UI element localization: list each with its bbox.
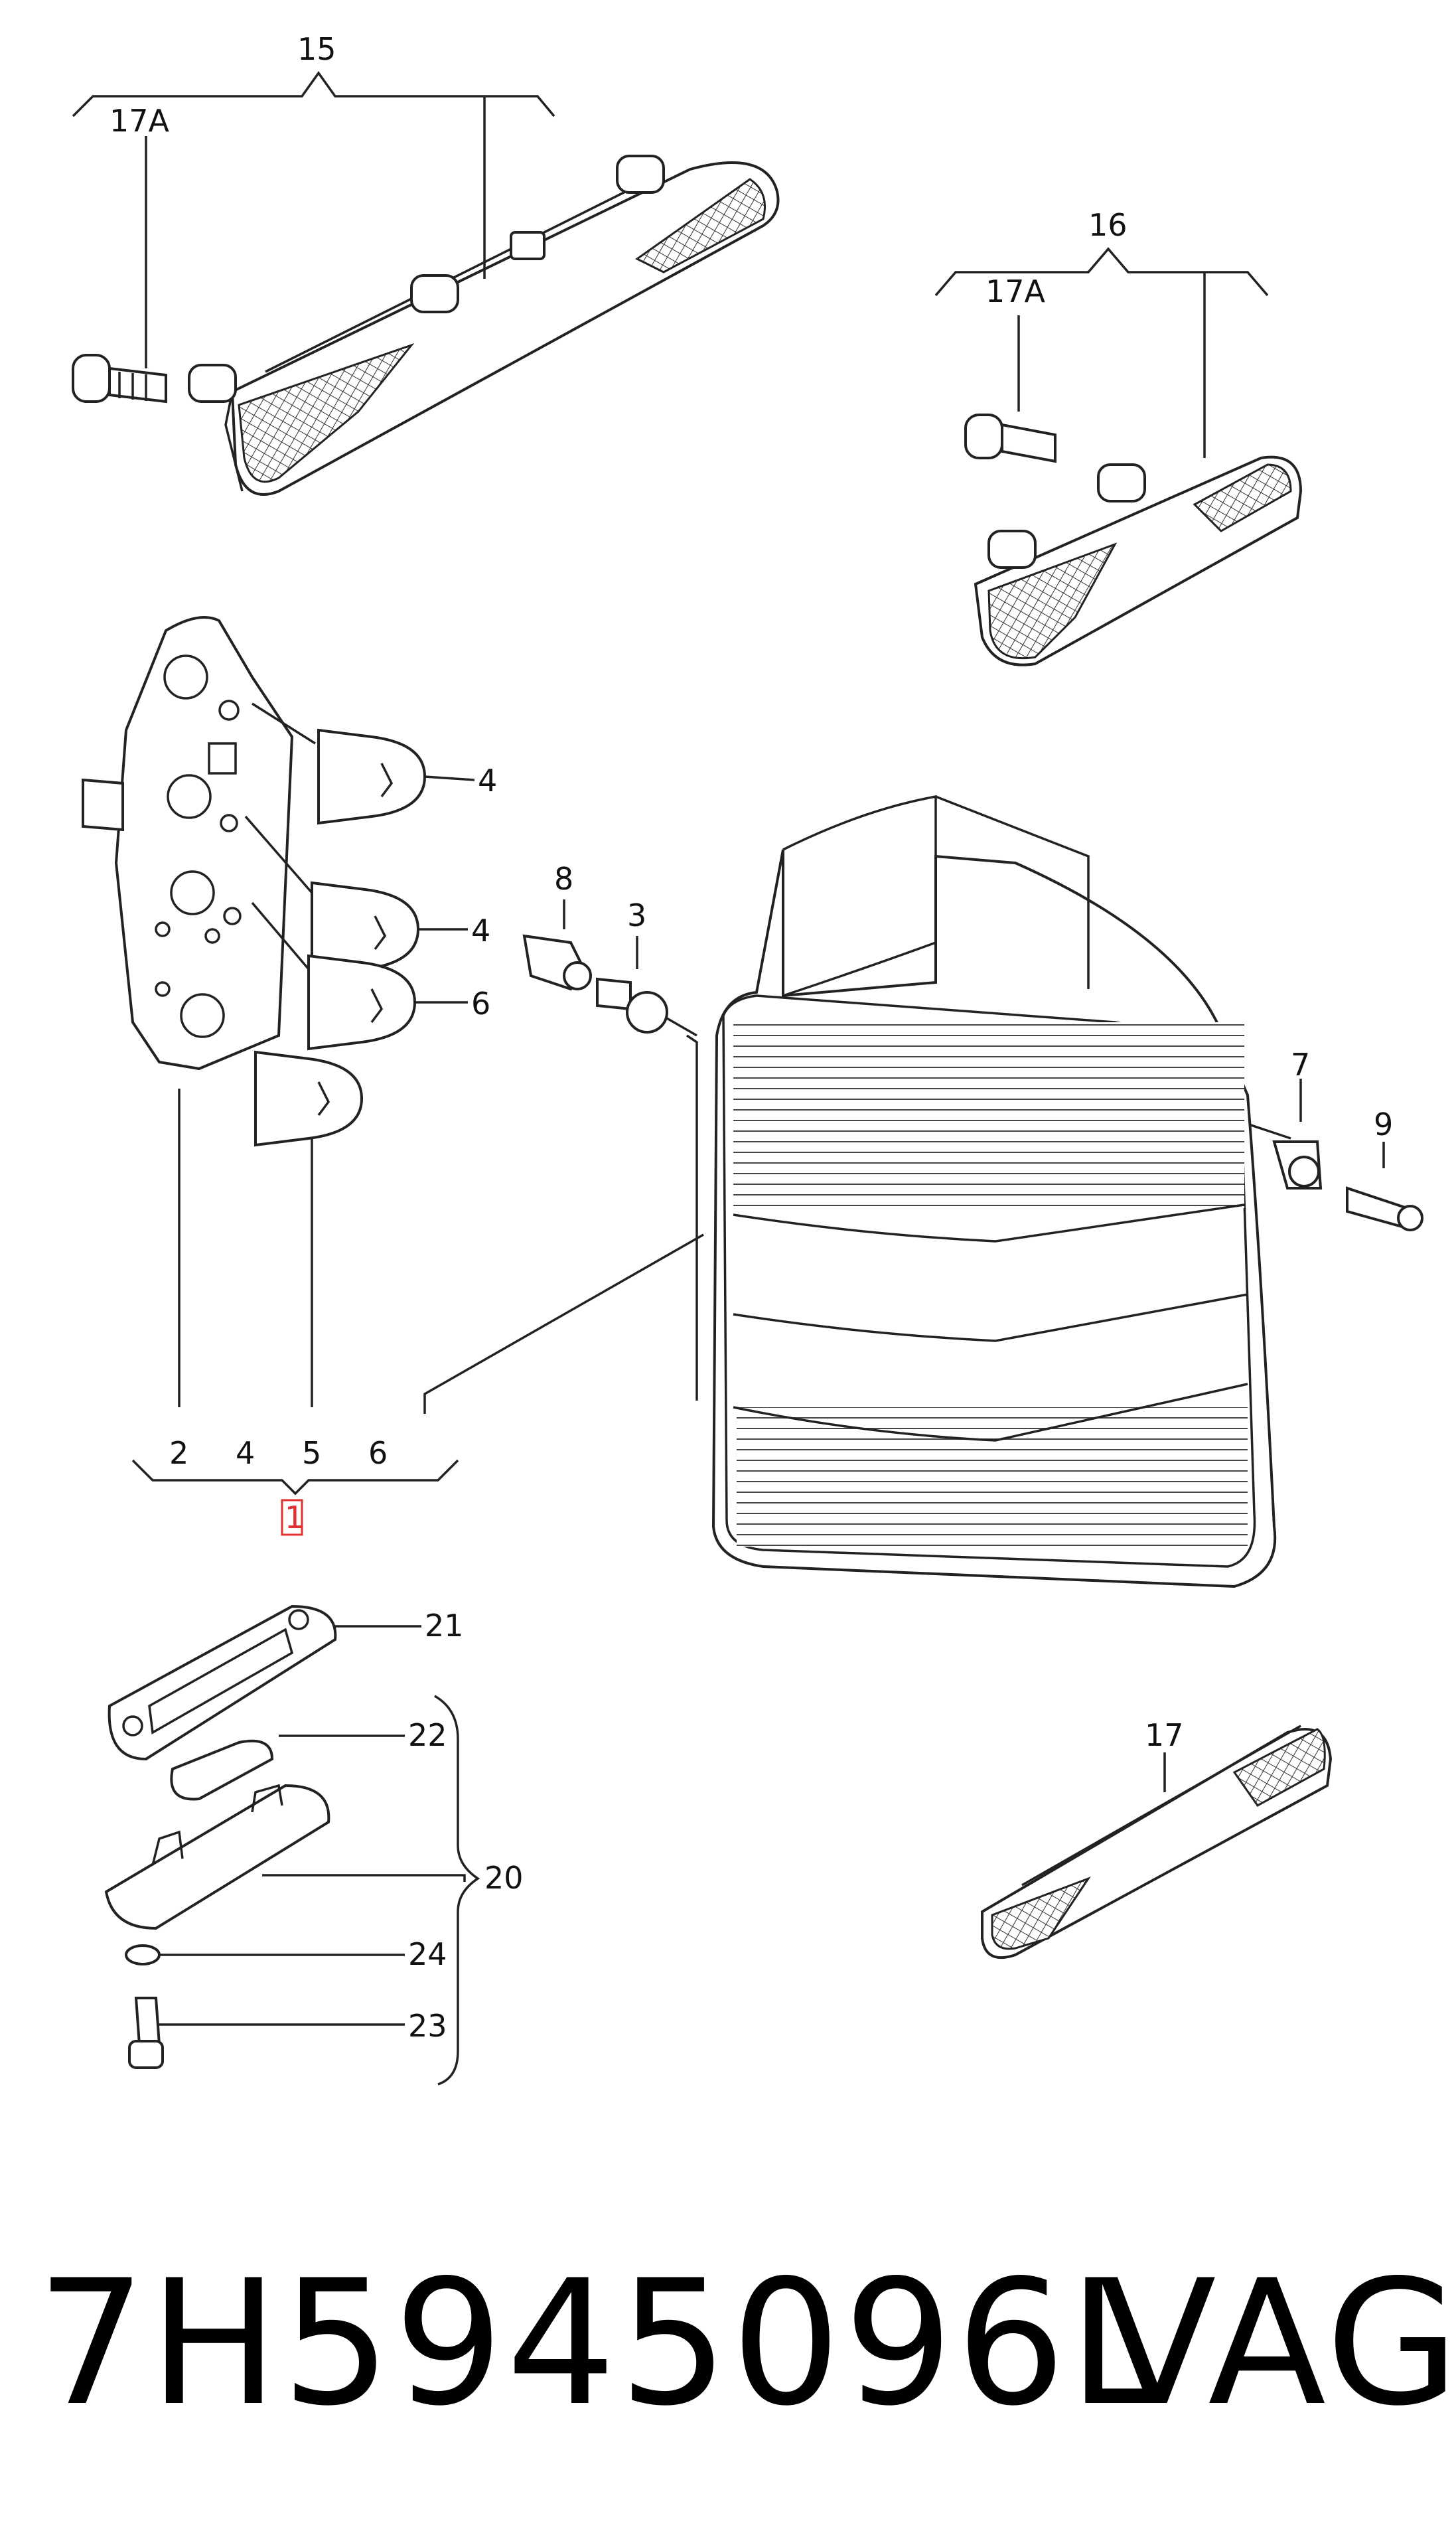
callout-8: 8 <box>554 861 573 897</box>
callout-21: 21 <box>425 1608 464 1644</box>
side-marker-15 <box>72 155 780 496</box>
side-marker-17 <box>981 1725 1333 1959</box>
callout-4-upper: 4 <box>478 763 497 799</box>
callout-3: 3 <box>627 897 646 933</box>
callout-17: 17 <box>1145 1717 1184 1753</box>
part-number: 7H5945096L <box>36 2244 1167 2444</box>
callout-15: 15 <box>297 31 336 67</box>
license-lamp <box>104 1604 337 2069</box>
callout-24: 24 <box>408 1936 447 1972</box>
callout-6-bottom: 6 <box>368 1435 388 1471</box>
callout-2: 2 <box>169 1435 188 1471</box>
tail-lamp <box>711 795 1277 1588</box>
footer: 7H5945096L VAG <box>36 2244 1456 2444</box>
callout-4-lower: 4 <box>471 913 490 949</box>
bulb-carrier <box>82 616 294 1071</box>
callout-17a-right: 17A <box>985 273 1046 309</box>
callout-16: 16 <box>1088 207 1128 243</box>
fasteners <box>522 934 1423 1231</box>
callout-20: 20 <box>484 1860 524 1896</box>
brand-label: VAG <box>1098 2244 1456 2444</box>
callout-labels: 15 17A 16 17A 4 4 6 8 3 7 9 2 4 5 6 1 21… <box>109 31 1393 2044</box>
callout-5: 5 <box>302 1435 321 1471</box>
callout-6: 6 <box>471 986 490 1022</box>
callout-9: 9 <box>1374 1107 1393 1142</box>
callout-23: 23 <box>408 2008 447 2044</box>
bulbs <box>254 728 427 1147</box>
side-marker-16 <box>964 414 1303 666</box>
callout-22: 22 <box>408 1717 447 1753</box>
callout-1-box <box>281 1499 303 1536</box>
callout-1: 1 <box>285 1500 304 1535</box>
leaders-carrier <box>72 70 1385 2086</box>
callout-7: 7 <box>1291 1047 1310 1083</box>
callout-17a-top: 17A <box>109 103 170 139</box>
callout-4-bottom: 4 <box>236 1435 255 1471</box>
